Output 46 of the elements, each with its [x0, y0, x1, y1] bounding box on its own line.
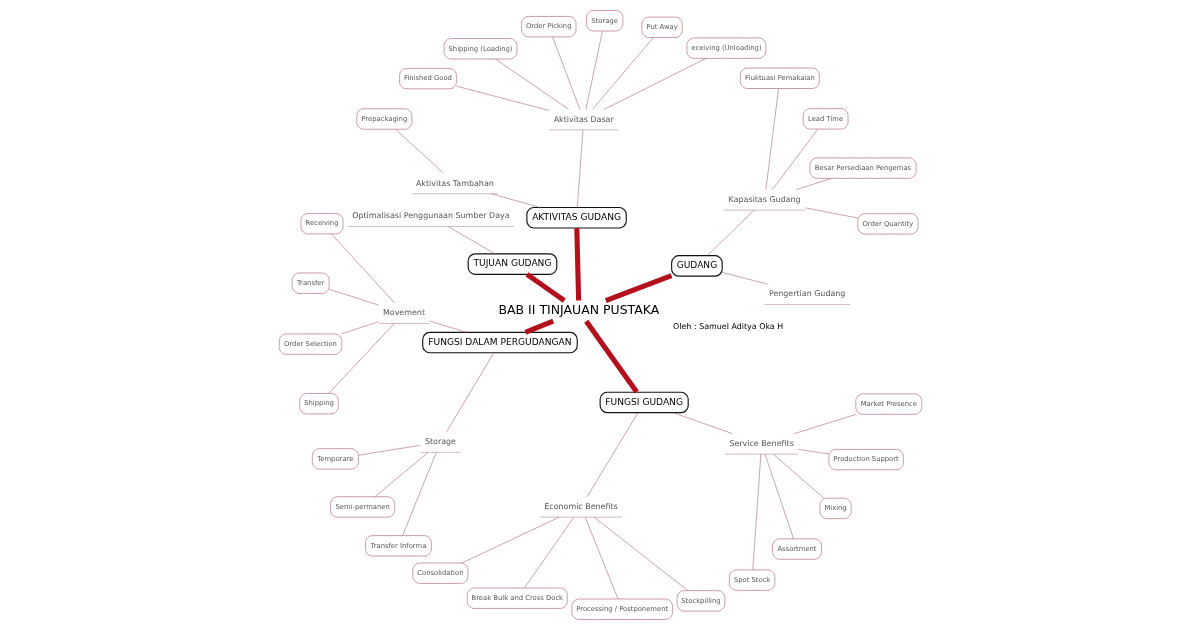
connector: [584, 517, 618, 600]
connector: [765, 88, 779, 190]
connector: [603, 58, 706, 110]
connector: [330, 233, 395, 304]
connector: [795, 178, 831, 190]
connector: [576, 129, 583, 208]
connector: [752, 453, 761, 571]
connector: [328, 288, 379, 306]
node-box: TUJUAN GUDANG: [467, 253, 557, 275]
connector: [804, 207, 858, 219]
node-box: FUNGSI GUDANG: [599, 391, 689, 414]
connector: [764, 453, 794, 539]
connector: [721, 272, 768, 285]
connector: [706, 209, 754, 256]
node-box: AKTIVITAS GUDANG: [525, 206, 627, 229]
connector: [445, 352, 494, 433]
connector: [593, 516, 688, 591]
connector: [797, 449, 829, 455]
connector: [394, 129, 444, 174]
connector: [401, 452, 437, 536]
connector: [586, 412, 638, 497]
connector: [461, 516, 559, 564]
node-text: BAB II TINJAUAN PUSTAKA: [497, 302, 659, 318]
connector: [340, 321, 379, 335]
connector: [523, 516, 574, 589]
connector: [327, 323, 395, 394]
node-box: FUNGSI DALAM PERGUDANGAN: [421, 331, 578, 354]
connector: [357, 445, 420, 456]
connector: [583, 319, 639, 394]
connector: [455, 85, 549, 111]
node-box: GUDANG: [670, 255, 723, 277]
connector: [793, 414, 856, 434]
connector: [573, 228, 581, 301]
connector: [494, 58, 569, 110]
connector: [447, 226, 495, 255]
connector: [524, 318, 554, 335]
connector: [772, 454, 824, 499]
connector: [525, 272, 566, 303]
connector: [771, 129, 818, 190]
connector: [428, 320, 467, 333]
connector: [585, 30, 603, 110]
connector: [551, 36, 580, 110]
connector: [591, 37, 654, 110]
connector: [374, 452, 428, 498]
connector: [490, 193, 540, 208]
connector: [672, 412, 733, 434]
